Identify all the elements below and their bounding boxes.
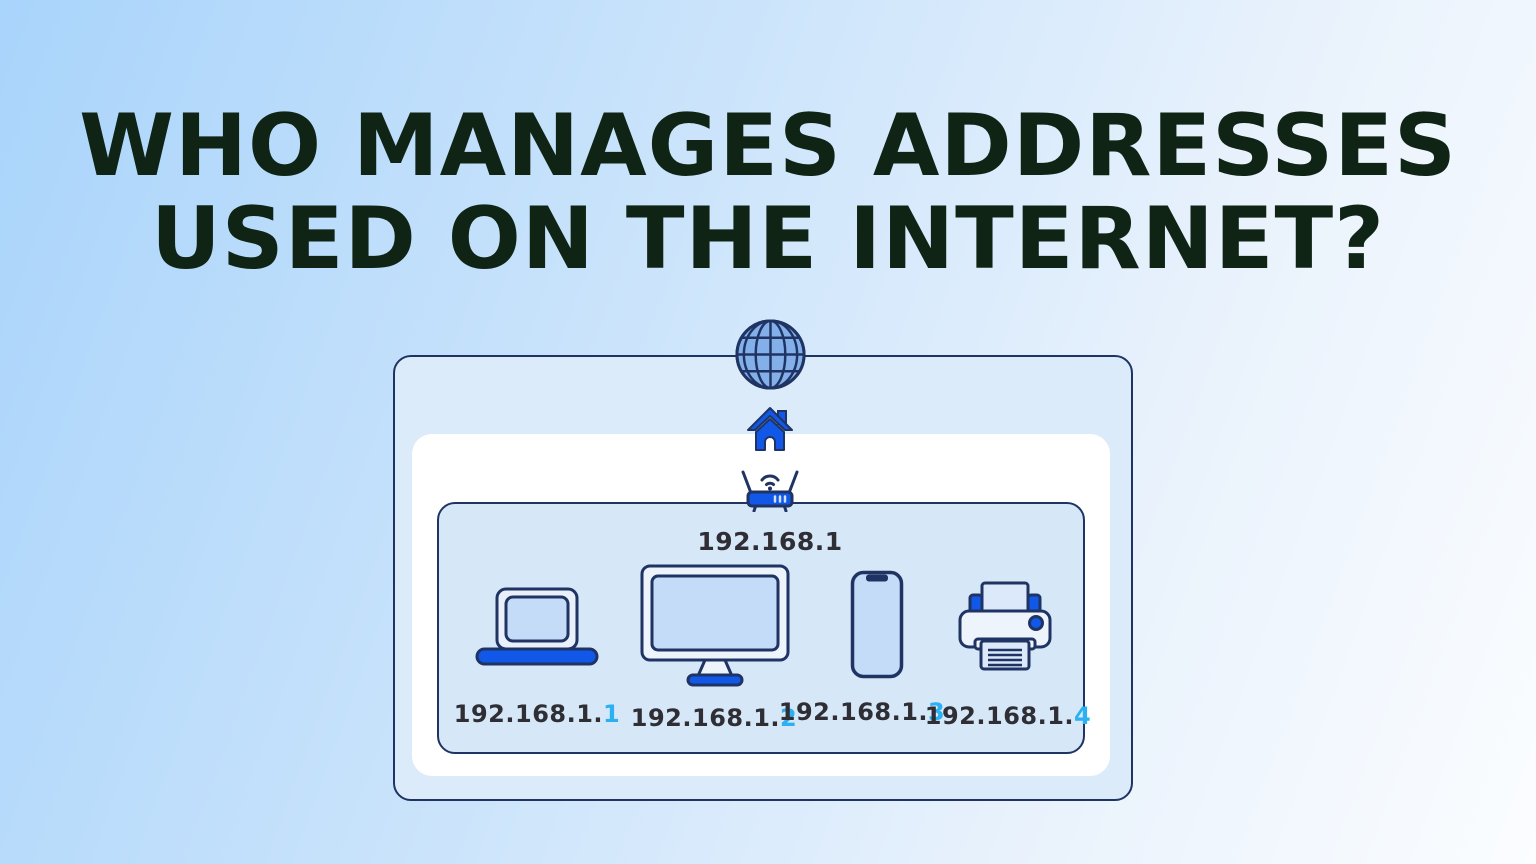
ip-prefix: 192.168.1. <box>924 702 1075 730</box>
title-line-1: WHO MANAGES ADDRESSES <box>79 96 1457 196</box>
printer-icon <box>955 580 1055 678</box>
ip-prefix: 192.168.1. <box>630 704 781 732</box>
wifi-router-icon <box>734 466 806 513</box>
ip-prefix: 192.168.1. <box>778 698 929 726</box>
ip-host-digit: 1 <box>603 700 621 728</box>
ip-host-digit: 3 <box>928 698 946 726</box>
page-title: WHO MANAGES ADDRESSES USED ON THE INTERN… <box>0 100 1536 286</box>
ip-prefix: 192.168.1. <box>453 700 604 728</box>
desktop-monitor-icon <box>635 563 795 687</box>
title-line-2: USED ON THE INTERNET? <box>150 188 1386 289</box>
device-ip-label: 192.168.1.4 <box>925 702 1091 730</box>
device-ip-label: 192.168.1.1 <box>454 700 620 728</box>
smartphone-icon <box>850 570 904 680</box>
globe-icon <box>733 317 808 392</box>
ip-host-digit: 2 <box>780 704 798 732</box>
home-icon <box>746 404 794 452</box>
ip-host-digit: 4 <box>1074 702 1092 730</box>
gateway-ip-label: 192.168.1 <box>697 527 843 556</box>
laptop-icon <box>475 586 599 668</box>
device-ip-label: 192.168.1.3 <box>779 698 945 726</box>
device-ip-label: 192.168.1.2 <box>631 704 797 732</box>
